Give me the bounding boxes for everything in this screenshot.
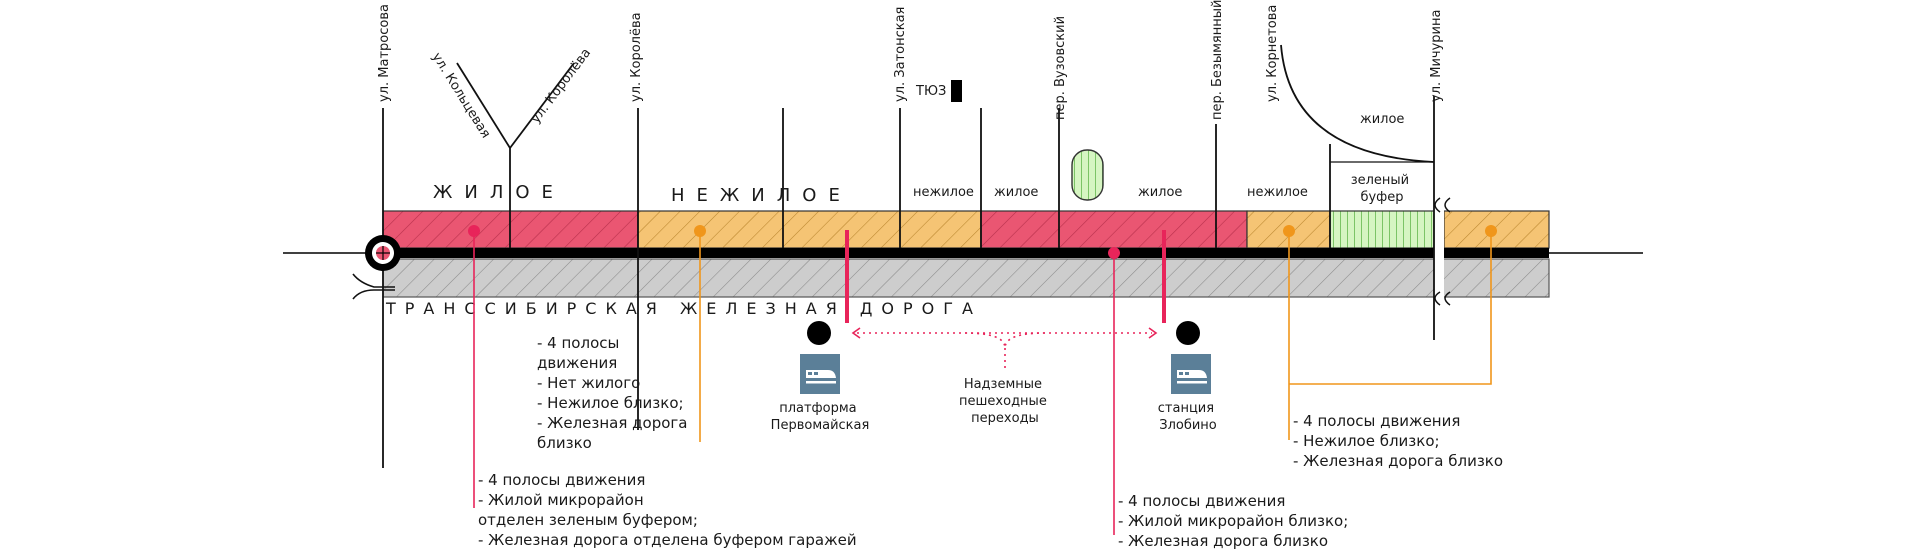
note-line: - Нет жилого xyxy=(537,374,640,392)
zone-label-zhiloe-1: жилое xyxy=(994,185,1038,200)
note-pink-1: - 4 полосы движения - Жилой микрорайон отд… xyxy=(478,471,857,549)
zone-label-zhiloe-big: ЖИЛОЕ xyxy=(433,182,565,203)
note-line: - Железная дорога близко xyxy=(1118,532,1328,550)
street-vuzovsky: пер. Вузовский xyxy=(1053,16,1068,120)
bridge-marks xyxy=(352,273,395,300)
note-line: - Жилой микрорайон близко; xyxy=(1118,512,1348,530)
street-michurina: ул. Мичурина xyxy=(1429,10,1444,102)
crossings-line: переходы xyxy=(971,411,1039,426)
park-capsule xyxy=(1071,149,1104,201)
station-line: Злобино xyxy=(1159,418,1217,433)
note-line: близко xyxy=(537,434,592,452)
roundabout-icon xyxy=(365,235,401,271)
note-line: - 4 полосы xyxy=(537,334,619,352)
zone-nonresidential-1 xyxy=(637,210,982,249)
crossing-dot-2 xyxy=(1176,321,1200,345)
note-line: - 4 полосы движения xyxy=(478,471,645,489)
note-line: - Нежилое близко; xyxy=(1293,432,1440,450)
crossing-dot-1 xyxy=(807,321,831,345)
street-lines xyxy=(382,44,1435,468)
zone-label-nezhiloe-1: нежилое xyxy=(913,185,974,200)
leader-lines xyxy=(473,231,1492,535)
road-break-marks xyxy=(1434,197,1451,306)
street-labels: ул. Матросова ул. Кольцевая ул. Королёва… xyxy=(377,0,1444,141)
train-icon xyxy=(1171,354,1211,394)
tuz-marker xyxy=(951,80,962,102)
note-orange-1: - 4 полосы движения - Нет жилого - Нежилое … xyxy=(537,334,687,452)
train-icon xyxy=(800,354,840,394)
note-line: - 4 полосы движения xyxy=(1293,412,1460,430)
zone-label-nezhiloe-2: нежилое xyxy=(1247,185,1308,200)
green-buffer-line: зеленый xyxy=(1351,173,1409,188)
road-gap xyxy=(1434,205,1444,305)
tuz-label: ТЮЗ xyxy=(915,84,946,99)
crossings-connector xyxy=(857,332,1152,368)
street-koroleva-diag: ул. Королёва xyxy=(528,46,594,127)
street-koltsevaya: ул. Кольцевая xyxy=(429,50,494,141)
note-line: - Железная дорога xyxy=(537,414,687,432)
railway-label: ТРАНССИБИРСКАЯ ЖЕЛЕЗНАЯ ДОРОГА xyxy=(385,299,982,318)
note-line: - Железная дорога отделена буфером гараж… xyxy=(478,531,857,549)
zone-strips xyxy=(382,210,1550,249)
note-line: - Железная дорога близко xyxy=(1293,452,1503,470)
note-line: движения xyxy=(537,354,617,372)
crossings-label: Надземные пешеходные переходы xyxy=(959,377,1051,426)
station-line: Первомайская xyxy=(771,418,870,433)
zone-label-zhiloe-2: жилое xyxy=(1138,185,1182,200)
street-bezymyanny: пер. Безымянный xyxy=(1210,0,1225,120)
zone-green-buffer xyxy=(1329,210,1435,249)
zone-residential-2 xyxy=(980,210,1248,249)
railway-zone xyxy=(382,258,1550,298)
street-koroleva: ул. Королёва xyxy=(629,12,644,102)
station-line: платформа xyxy=(779,401,856,416)
crossing-bar-1 xyxy=(845,230,849,323)
station-zlobino: станция Злобино xyxy=(1158,401,1218,433)
note-orange-2: - 4 полосы движения - Нежилое близко; - Же… xyxy=(1293,412,1503,470)
station-pervomayskaya: платформа Первомайская xyxy=(771,401,870,433)
note-line: - 4 полосы движения xyxy=(1118,492,1285,510)
street-kornetova: ул. Корнетова xyxy=(1265,5,1280,102)
station-line: станция xyxy=(1158,401,1214,416)
connector-arrow-right xyxy=(1148,327,1158,339)
note-line: - Нежилое близко; xyxy=(537,394,684,412)
zone-label-zhiloe-top: жилое xyxy=(1360,112,1404,127)
note-line: отделен зеленым буфером; xyxy=(478,511,698,529)
zone-label-nezhiloe-big: НЕЖИЛОЕ xyxy=(671,185,852,206)
crossings-line: Надземные xyxy=(964,377,1042,392)
crossing-bar-2 xyxy=(1162,230,1166,323)
connector-arrow-left xyxy=(851,327,861,339)
note-pink-2: - 4 полосы движения - Жилой микрорайон бл… xyxy=(1118,492,1348,550)
zone-label-green-buffer: зеленый буфер xyxy=(1351,173,1414,205)
street-matrosova: ул. Матросова xyxy=(377,4,392,102)
note-line: - Жилой микрорайон xyxy=(478,491,644,509)
street-zatonskaya: ул. Затонская xyxy=(893,7,908,102)
green-buffer-line: буфер xyxy=(1360,190,1403,205)
crossings-line: пешеходные xyxy=(959,394,1047,409)
